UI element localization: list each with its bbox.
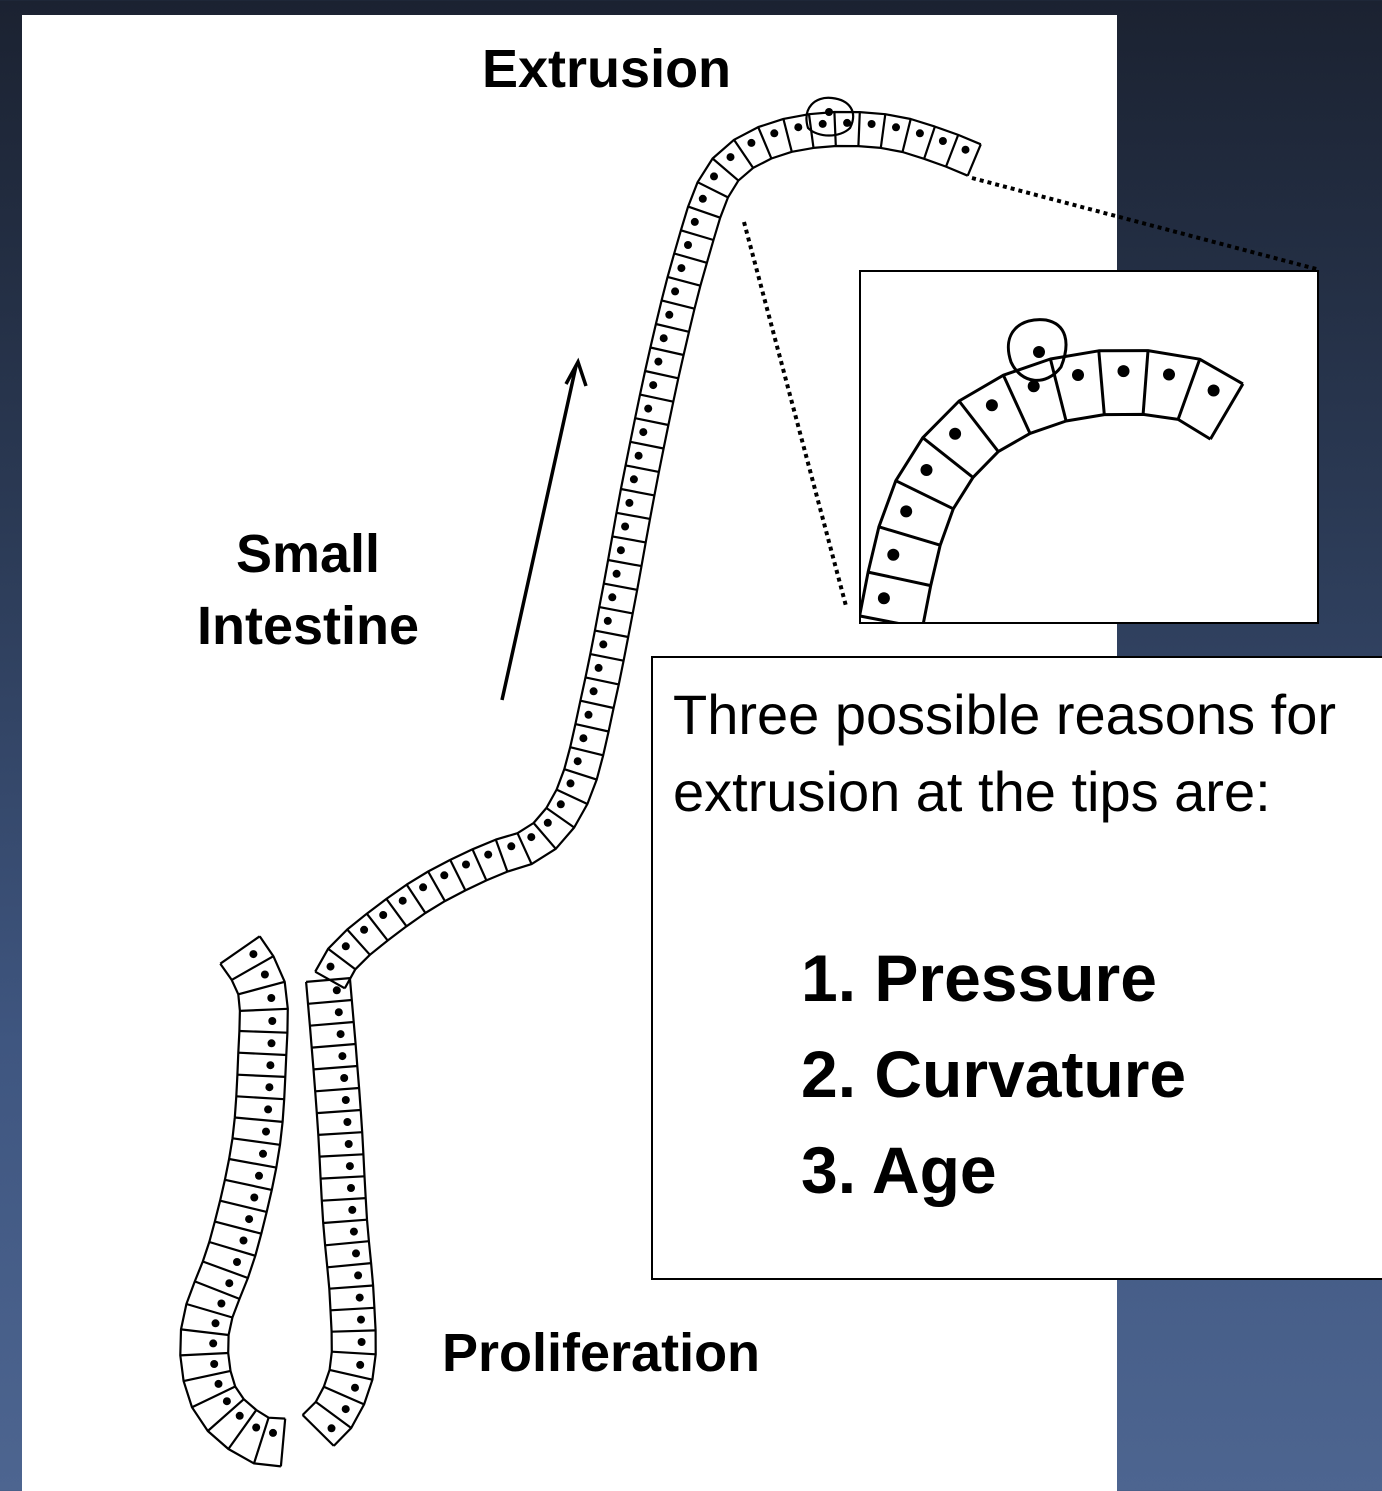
reasons-list: 1. Pressure 2. Curvature 3. Age bbox=[801, 930, 1186, 1218]
up-arrow-icon bbox=[502, 362, 586, 700]
reasons-intro: Three possible reasons for extrusion at … bbox=[673, 676, 1373, 830]
extrusion-label: Extrusion bbox=[482, 38, 731, 100]
zoomed-villus-tip bbox=[861, 272, 1319, 624]
reason-item: 1. Pressure bbox=[801, 930, 1186, 1026]
small-intestine-label: Small Intestine bbox=[178, 518, 438, 662]
small-intestine-label-line1: Small bbox=[178, 518, 438, 590]
reasons-text-box: Three possible reasons for extrusion at … bbox=[651, 656, 1382, 1280]
reason-item: 2. Curvature bbox=[801, 1026, 1186, 1122]
small-intestine-label-line2: Intestine bbox=[178, 590, 438, 662]
reason-item: 3. Age bbox=[801, 1122, 1186, 1218]
proliferation-label: Proliferation bbox=[442, 1322, 760, 1384]
zoom-inset bbox=[859, 270, 1319, 624]
